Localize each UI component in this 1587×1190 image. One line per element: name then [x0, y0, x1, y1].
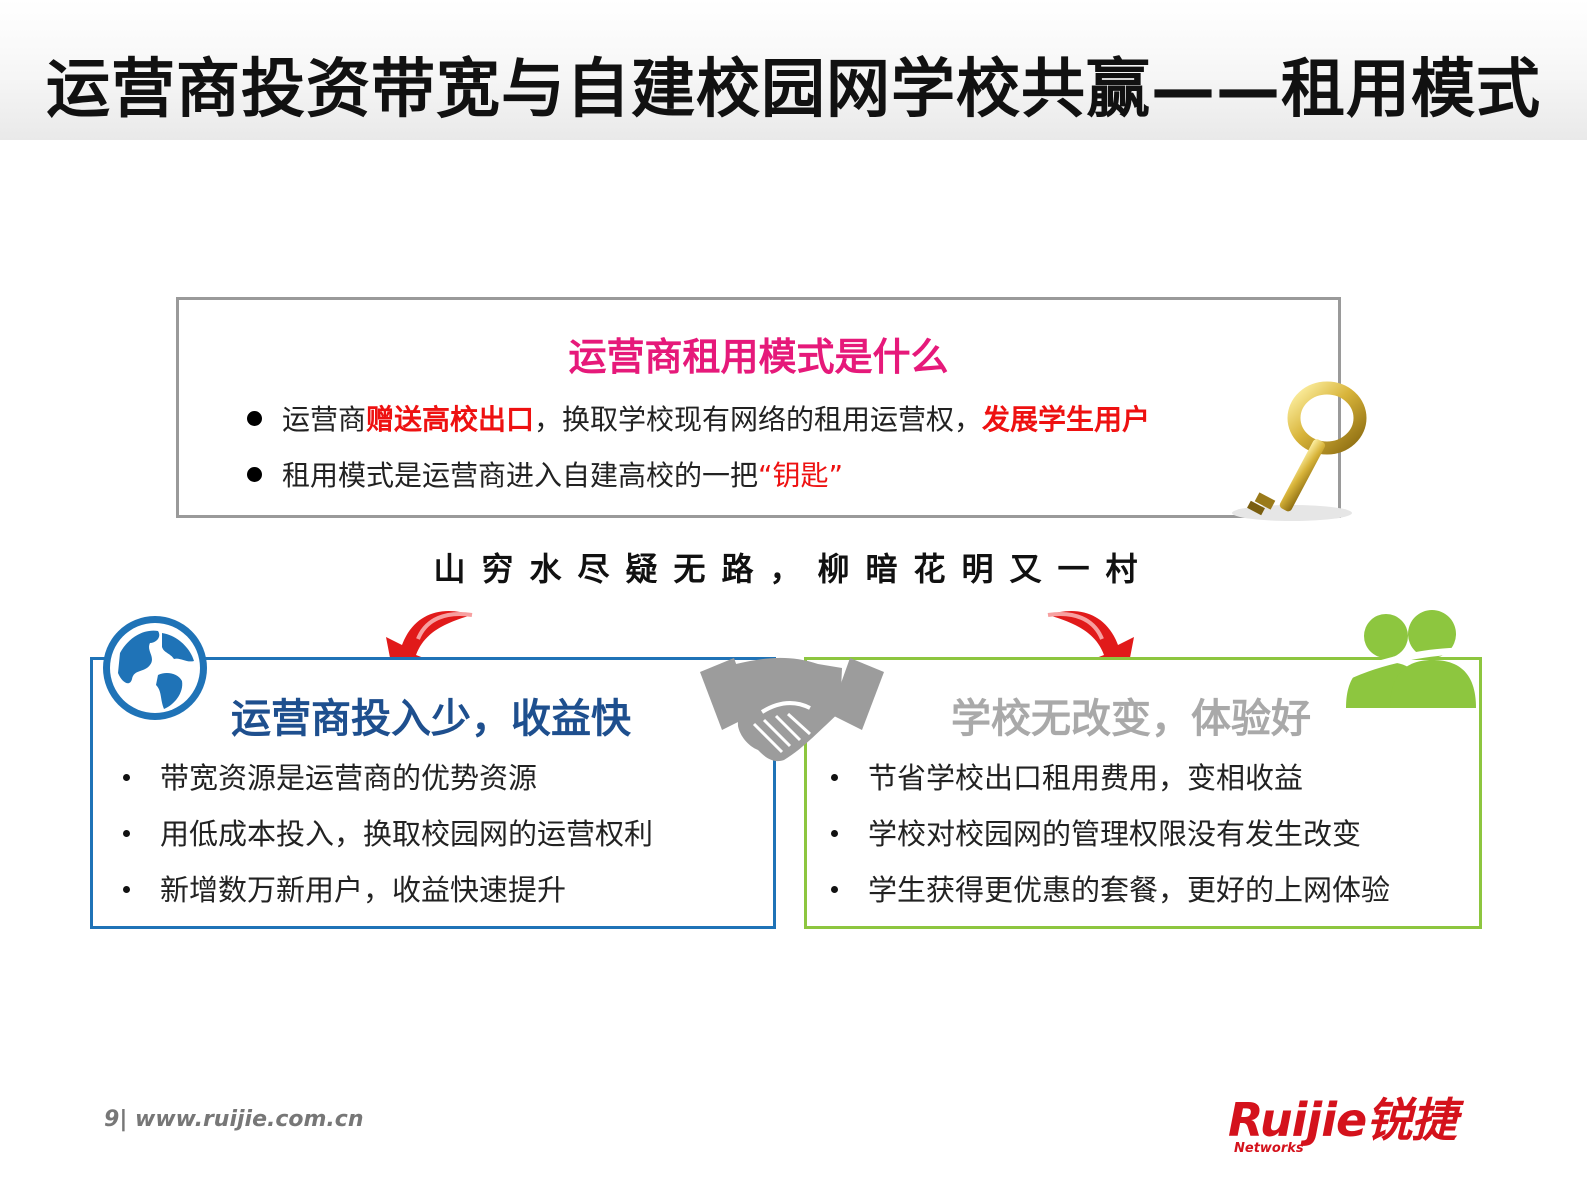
handshake-icon [700, 657, 884, 762]
list-item: 学生获得更优惠的套餐，更好的上网体验 [831, 862, 1390, 918]
list-item: 带宽资源是运营商的优势资源 [123, 750, 653, 806]
bullet2-highlight: “钥匙” [758, 459, 844, 492]
operator-benefits-box: 运营商投入少，收益快 带宽资源是运营商的优势资源 用低成本投入，换取校园网的运营… [90, 657, 776, 929]
bullet-dot [831, 829, 838, 837]
people-icon [1338, 610, 1481, 708]
logo-sub-text: Networks [1234, 1141, 1304, 1156]
page-title: 运营商投资带宽与自建校园网学校共赢——租用模式 [46, 53, 1541, 127]
definition-bullet-1: 运营商赠送高校出口，换取学校现有网络的租用运营权，发展学生用户 [247, 392, 1150, 448]
list-item: 节省学校出口租用费用，变相收益 [831, 750, 1390, 806]
definition-bullet-2: 租用模式是运营商进入自建高校的一把“钥匙” [247, 448, 1150, 504]
list-item: 新增数万新用户，收益快速提升 [123, 862, 653, 918]
header-band [0, 0, 1587, 140]
footer-divider: | [119, 1107, 136, 1132]
list-item: 学校对校园网的管理权限没有发生改变 [831, 806, 1390, 862]
proverb: 山穷水尽疑无路，柳暗花明又一村 [433, 550, 1154, 588]
bullet-dot [123, 829, 130, 837]
bullet1-part3: ，换取学校现有网络的租用运营权， [534, 403, 983, 436]
bullet1-part1: 运营商 [282, 403, 367, 436]
page-number: 9 [104, 1107, 120, 1132]
definition-title: 运营商租用模式是什么 [568, 335, 949, 379]
bullet-dot [831, 885, 838, 893]
logo-main-text: Ruijie锐捷 [1228, 1093, 1457, 1147]
operator-benefits-list: 带宽资源是运营商的优势资源 用低成本投入，换取校园网的运营权利 新增数万新用户，… [123, 750, 653, 918]
school-benefits-list: 节省学校出口租用费用，变相收益 学校对校园网的管理权限没有发生改变 学生获得更优… [831, 750, 1390, 918]
globe-icon [103, 616, 207, 720]
key-icon [1232, 381, 1367, 521]
bullet-dot [831, 773, 838, 781]
footer: 9| www.ruijie.com.cn [104, 1107, 364, 1132]
school-benefits-title: 学校无改变，体验好 [951, 696, 1311, 742]
bullet-dot [247, 410, 262, 426]
bullet-dot [247, 466, 262, 482]
definition-box: 运营商租用模式是什么 运营商赠送高校出口，换取学校现有网络的租用运营权，发展学生… [176, 297, 1341, 518]
list-item: 用低成本投入，换取校园网的运营权利 [123, 806, 653, 862]
bullet-dot [123, 885, 130, 893]
bullet-dot [123, 773, 130, 781]
bullet1-highlight-2: 发展学生用户 [982, 403, 1151, 436]
footer-url[interactable]: www.ruijie.com.cn [135, 1107, 364, 1132]
ruijie-logo: Ruijie锐捷 Networks [1228, 1095, 1528, 1157]
definition-list: 运营商赠送高校出口，换取学校现有网络的租用运营权，发展学生用户 租用模式是运营商… [247, 392, 1150, 504]
bullet1-highlight-1: 赠送高校出口 [366, 403, 535, 436]
operator-benefits-title: 运营商投入少，收益快 [231, 696, 631, 742]
bullet2-part1: 租用模式是运营商进入自建高校的一把 [282, 459, 759, 492]
